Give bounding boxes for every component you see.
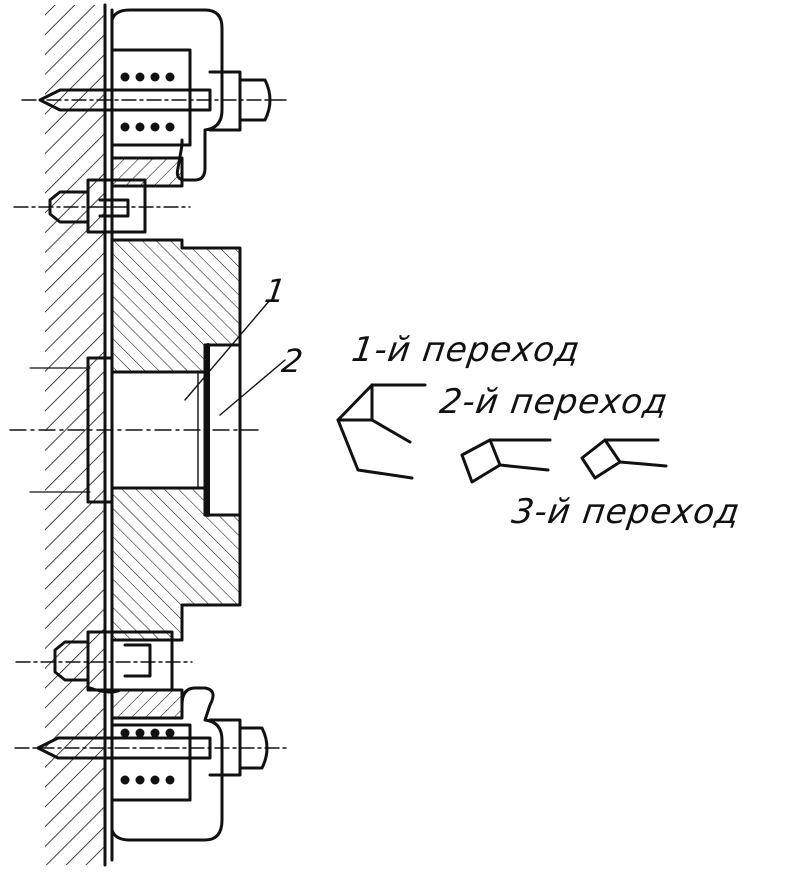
operation-3-label: 3-й переход bbox=[509, 492, 743, 532]
machine-wall bbox=[45, 3, 107, 867]
leader-1 bbox=[184, 299, 271, 401]
operation-1-label: 1-й переход bbox=[349, 330, 583, 370]
workpiece bbox=[110, 238, 242, 642]
lower-spring bbox=[120, 728, 175, 785]
tool-1-icon bbox=[336, 383, 427, 480]
upper-screw bbox=[13, 178, 191, 234]
tool-3-icon bbox=[580, 438, 668, 480]
tool-2-icon bbox=[460, 438, 552, 484]
upper-spring bbox=[120, 72, 175, 132]
leader-2 bbox=[219, 359, 286, 416]
upper-block bbox=[110, 156, 184, 188]
upper-clamp bbox=[21, 8, 291, 182]
lower-clamp bbox=[14, 686, 291, 842]
operation-2-label: 2-й переход bbox=[437, 382, 671, 422]
lower-block bbox=[110, 688, 184, 720]
